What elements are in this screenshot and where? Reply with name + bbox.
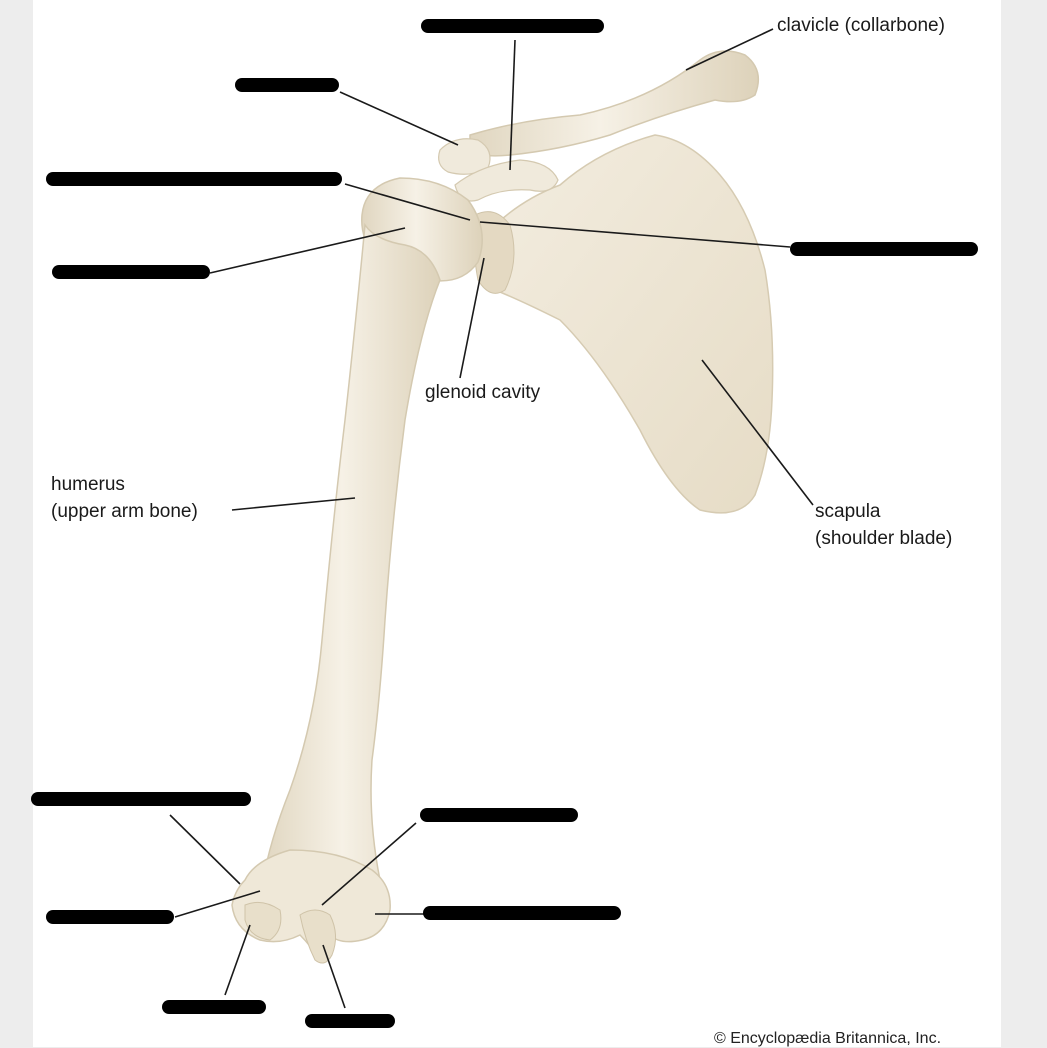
leader-clavicle — [685, 28, 774, 71]
redacted-label-medial-epicondyle — [423, 906, 621, 920]
copyright-credit: © Encyclopædia Britannica, Inc. — [714, 1030, 942, 1047]
leader-trochlea — [322, 944, 346, 1009]
label-humerus: humerus — [51, 474, 125, 495]
redacted-label-trochlea — [305, 1014, 395, 1028]
leader-capitulum — [224, 924, 251, 996]
leader-anatomical-neck — [344, 183, 471, 221]
redacted-label-coracoid — [421, 19, 604, 33]
redacted-label-capitulum — [162, 1000, 266, 1014]
redacted-label-acromion — [235, 78, 339, 92]
leader-acromion — [339, 91, 459, 146]
leader-coronoid — [321, 822, 417, 906]
scapula-bone — [485, 134, 774, 514]
leader-coracoid — [509, 39, 516, 171]
coracoid-bone — [454, 159, 559, 202]
trochlea-shape — [299, 909, 336, 964]
humerus-shaft — [261, 222, 441, 886]
leader-epiphyseal — [209, 227, 406, 274]
label-clavicle: clavicle (collarbone) — [777, 15, 945, 36]
label-scapula-sub: (shoulder blade) — [815, 528, 953, 549]
redacted-label-anatomical-neck — [46, 172, 342, 186]
redacted-label-lateral-epicondyle — [31, 792, 251, 806]
label-humerus-sub: (upper arm bone) — [51, 501, 198, 522]
leader-radial-fossa — [174, 890, 261, 918]
redacted-label-radial-fossa — [46, 910, 174, 924]
leader-lateral-epicondyle — [169, 814, 241, 885]
label-glenoid-cavity: glenoid cavity — [425, 382, 541, 403]
leader-head-humerus — [479, 221, 791, 248]
leader-humerus — [231, 497, 356, 511]
capitulum-shape — [244, 901, 282, 941]
clavicle-bone — [469, 50, 760, 157]
redacted-label-epiphyseal-line — [52, 265, 210, 279]
label-scapula: scapula — [815, 501, 881, 522]
leader-glenoid — [459, 257, 485, 379]
redacted-label-head-humerus — [790, 242, 978, 256]
leader-scapula — [701, 359, 814, 506]
redacted-label-coronoid-fossa — [420, 808, 578, 822]
